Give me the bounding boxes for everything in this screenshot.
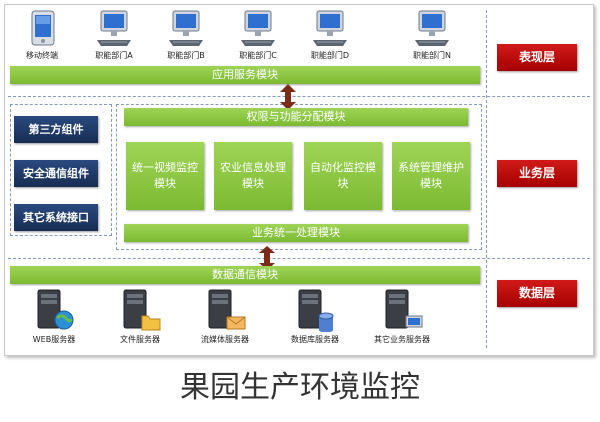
desktop-computer-icon — [415, 10, 449, 46]
layer-divider-top — [8, 96, 590, 97]
client-label: 职能部门D — [310, 51, 350, 60]
double-arrow-icon — [280, 84, 296, 110]
client-dept-d: 职能部门D — [302, 10, 358, 62]
double-arrow-icon — [259, 246, 275, 270]
client-dept-b: 职能部门B — [158, 10, 214, 62]
function-module-label: 自动化监控模块 — [310, 161, 376, 190]
third-party-component: 第三方组件 — [14, 116, 98, 143]
client-dept-c: 职能部门C — [230, 10, 286, 62]
secure-comm-component: 安全通信组件 — [14, 160, 98, 187]
server-other: 其它业务服务器 — [362, 288, 442, 348]
client-dept-a: 职能部门A — [86, 10, 142, 62]
function-module: 系统管理维护模块 — [392, 142, 470, 210]
desktop-computer-icon — [313, 10, 347, 46]
desktop-computer-icon — [169, 10, 203, 46]
client-mobile: 移动终端 — [20, 10, 64, 62]
layer-business: 业务层 — [497, 160, 577, 187]
layer-column-divider — [486, 10, 487, 348]
layer-presentation: 表现层 — [497, 44, 577, 71]
server-label: 其它业务服务器 — [374, 335, 430, 344]
layer-data: 数据层 — [497, 280, 577, 307]
app-service-module: 应用服务模块 — [10, 66, 480, 84]
server-label: WEB服务器 — [32, 335, 76, 344]
server-file: 文件服务器 — [108, 288, 172, 348]
business-unified-module: 业务统一处理模块 — [124, 224, 468, 242]
server-web: WEB服务器 — [22, 288, 86, 348]
server-label: 数据库服务器 — [291, 335, 339, 344]
function-module: 农业信息处理模块 — [214, 142, 292, 210]
file-server-icon — [123, 289, 161, 331]
server-label: 流媒体服务器 — [201, 335, 249, 344]
business-group — [116, 104, 482, 250]
streaming-server-icon — [208, 289, 246, 330]
client-label: 职能部门C — [239, 51, 277, 60]
client-label: 职能部门B — [167, 51, 205, 60]
client-dept-n: 职能部门N — [402, 10, 462, 62]
function-module: 自动化监控模块 — [304, 142, 382, 210]
other-system-interface: 其它系统接口 — [14, 204, 98, 231]
function-module: 统一视频监控模块 — [126, 142, 204, 210]
client-label: 职能部门N — [413, 51, 451, 60]
database-server-icon — [298, 289, 334, 332]
components-group — [10, 104, 112, 236]
server-label: 文件服务器 — [120, 335, 160, 344]
mobile-terminal-icon — [31, 10, 55, 46]
layer-divider-bottom — [8, 258, 590, 259]
client-label: 职能部门A — [95, 51, 133, 60]
figure-caption: 果园生产环境监控 — [180, 370, 420, 405]
server-streaming: 流媒体服务器 — [190, 288, 260, 348]
function-module-label: 系统管理维护模块 — [398, 161, 464, 190]
function-module-label: 统一视频监控模块 — [132, 161, 198, 190]
web-server-icon — [37, 289, 74, 330]
other-server-icon — [385, 289, 423, 329]
function-module-label: 农业信息处理模块 — [220, 161, 286, 190]
desktop-computer-icon — [97, 10, 131, 46]
data-comm-module: 数据通信模块 — [10, 266, 480, 284]
permission-module: 权限与功能分配模块 — [124, 108, 468, 126]
server-database: 数据库服务器 — [280, 288, 350, 348]
client-label: 移动终端 — [26, 51, 58, 60]
desktop-computer-icon — [241, 10, 275, 46]
